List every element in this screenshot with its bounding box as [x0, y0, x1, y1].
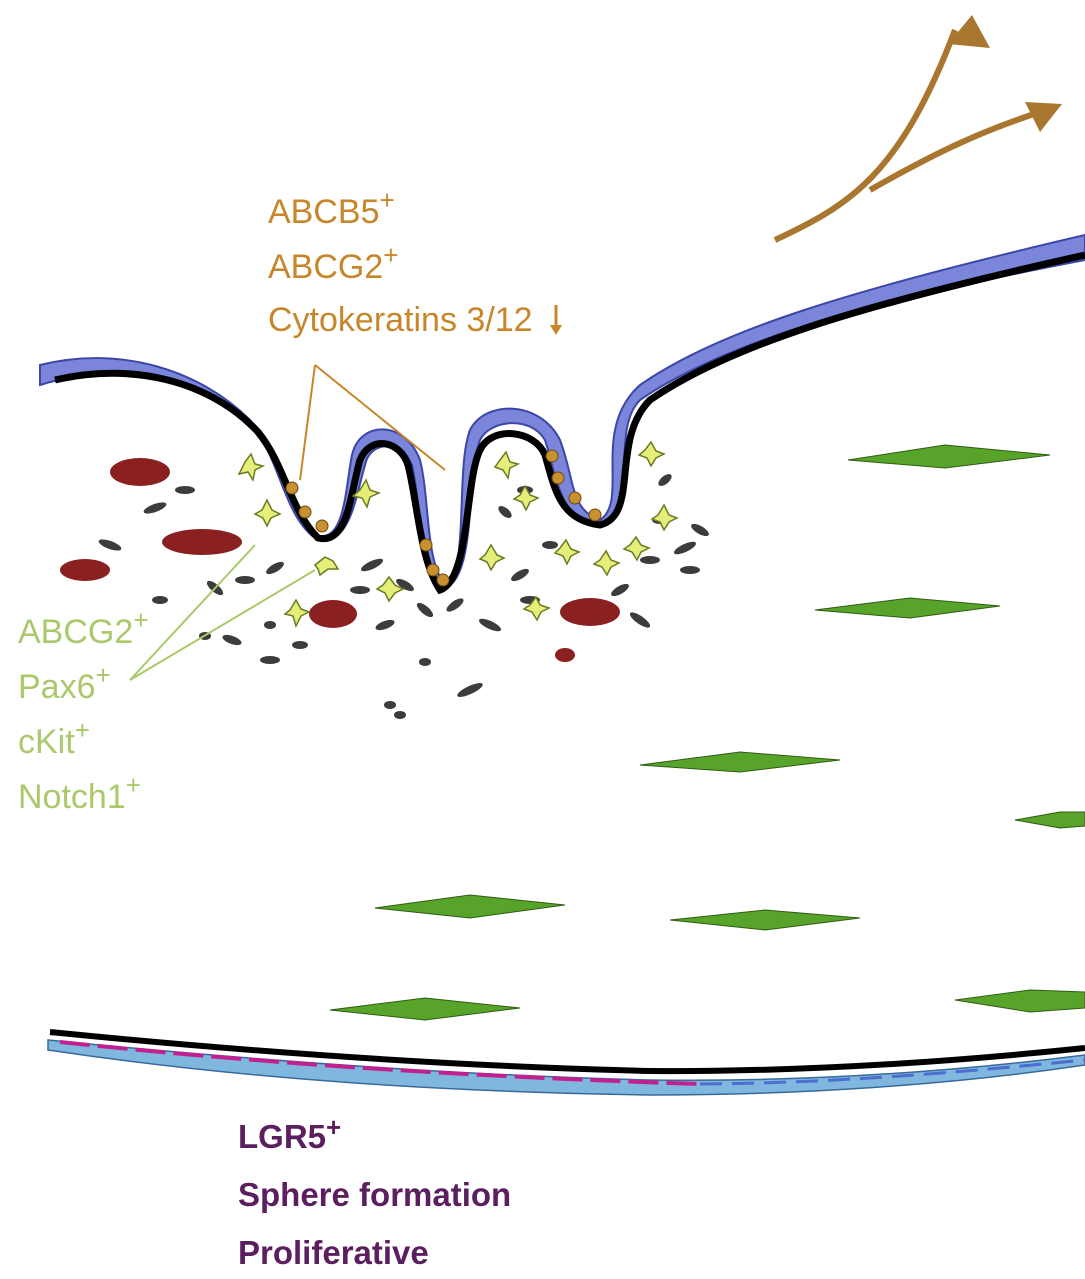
property-sphere-formation: Sphere formation	[238, 1178, 511, 1211]
niche-cells	[239, 442, 677, 626]
epithelial-pointer-lines	[300, 365, 445, 480]
marker-abcg2-stromal: ABCG2+	[18, 615, 148, 649]
marker-pax6: Pax6+	[18, 670, 111, 704]
down-arrow-icon	[548, 303, 564, 337]
marker-ckit: cKit+	[18, 725, 90, 759]
up-right-arrow-icon	[775, 15, 1062, 240]
marker-abcb5: ABCB5+	[268, 195, 395, 229]
corneal-endothelium	[48, 1032, 1085, 1095]
marker-notch1: Notch1+	[18, 780, 141, 814]
marker-lgr5: LGR5+	[238, 1120, 341, 1153]
marker-cytokeratins: Cytokeratins 3/12	[268, 303, 564, 337]
marker-abcg2-epithelial: ABCG2+	[268, 250, 398, 284]
property-proliferative: Proliferative	[238, 1236, 429, 1269]
